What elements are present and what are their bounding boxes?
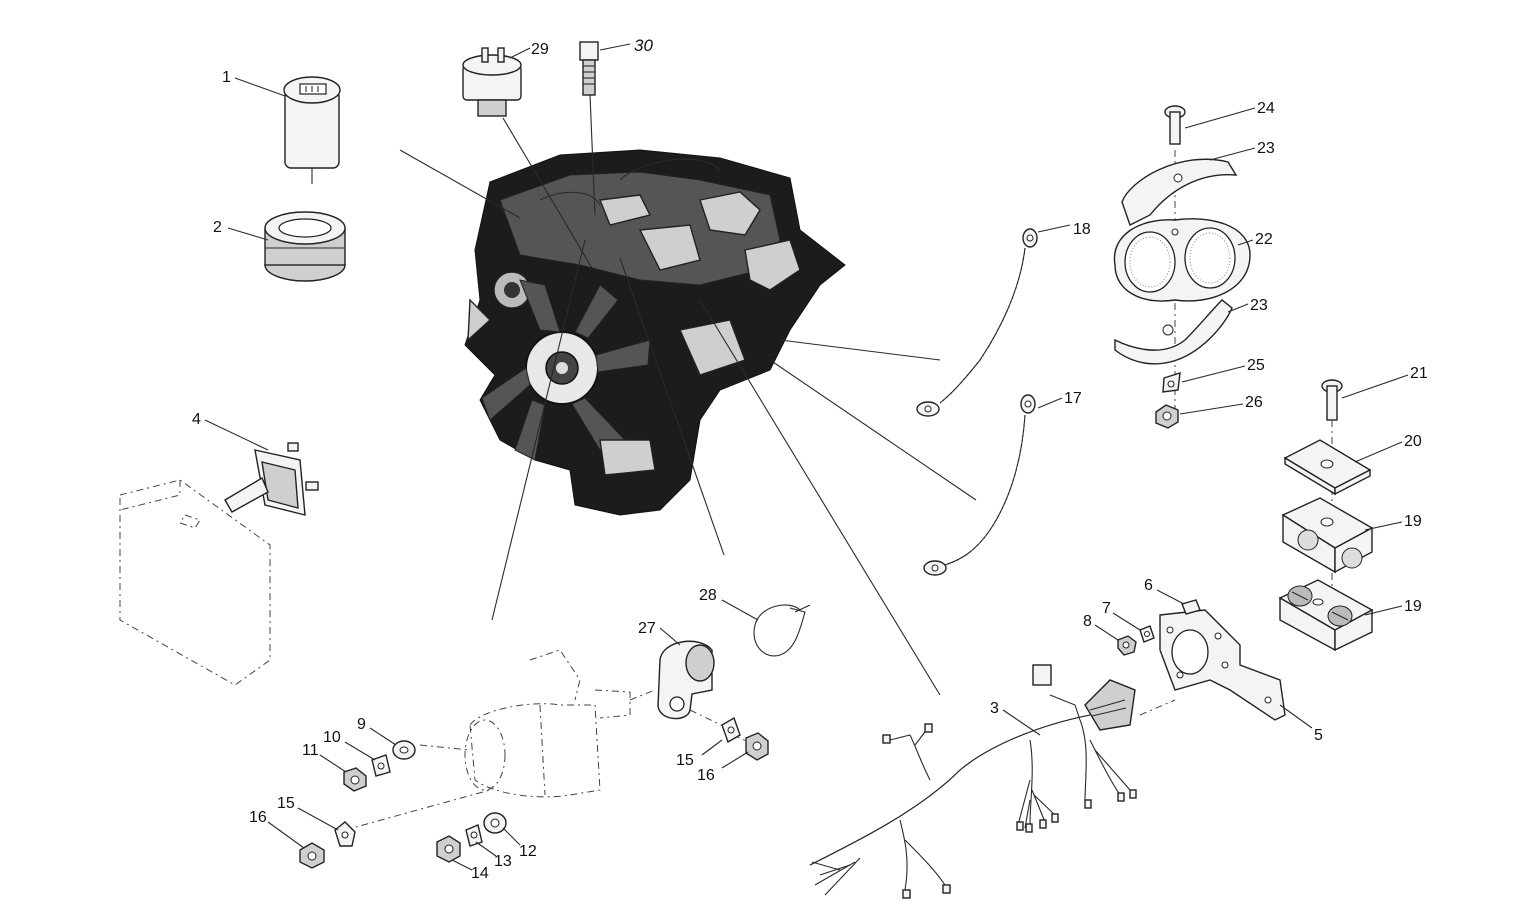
callout-3: 3 — [990, 700, 999, 717]
callout-6: 6 — [1144, 577, 1153, 594]
part-23-upper-clamp-half-icon — [1121, 158, 1238, 226]
callout-15-left: 15 — [277, 795, 295, 812]
small-hardware-left — [299, 740, 507, 869]
part-4-switch-icon — [119, 442, 319, 686]
part-20-plate-icon — [1283, 439, 1372, 496]
callout-22: 22 — [1255, 231, 1273, 248]
callout-19-upper: 19 — [1404, 513, 1422, 530]
callout-2: 2 — [213, 219, 222, 236]
callout-7: 7 — [1102, 600, 1111, 617]
wiring-harness-icon — [809, 664, 1137, 899]
part-28-clip-icon — [753, 604, 811, 657]
callout-15-center: 15 — [676, 752, 694, 769]
part-26-nut-icon — [1155, 404, 1179, 429]
part-22-double-clamp-icon — [1113, 218, 1251, 302]
engine-leader-lines — [399, 94, 977, 696]
callout-17: 17 — [1064, 390, 1082, 407]
callout-11: 11 — [302, 742, 319, 759]
callout-4: 4 — [192, 411, 201, 428]
part-25-lock-washer-icon — [1162, 372, 1181, 393]
callout-23-upper: 23 — [1257, 140, 1275, 157]
callout-25: 25 — [1247, 357, 1265, 374]
callout-27: 27 — [638, 620, 656, 637]
small-hardware-right-bracket — [1117, 599, 1201, 656]
callout-21: 21 — [1410, 365, 1428, 382]
part-18-ground-strap-icon — [916, 228, 1038, 417]
callout-29: 29 — [531, 41, 549, 58]
part-24-bolt-icon — [1164, 105, 1186, 145]
callout-18: 18 — [1073, 221, 1091, 238]
callout-8: 8 — [1083, 613, 1092, 630]
small-hardware-center — [721, 716, 769, 761]
callout-13: 13 — [494, 853, 512, 870]
filter-assembly-icon — [464, 649, 631, 798]
callout-19-lower: 19 — [1404, 598, 1422, 615]
part-21-bolt-icon — [1321, 379, 1343, 421]
callout-20: 20 — [1404, 433, 1422, 450]
callout-30: 30 — [634, 36, 653, 55]
callout-12: 12 — [519, 843, 537, 860]
engine-block-icon — [464, 149, 846, 516]
callout-16-center: 16 — [697, 767, 715, 784]
part-30-sensor-icon — [579, 41, 599, 96]
callout-16-left: 16 — [249, 809, 267, 826]
part-27-clamp-icon — [657, 640, 715, 720]
callout-10: 10 — [323, 729, 341, 746]
part-17-ground-strap-icon — [923, 394, 1036, 576]
part-5-bracket-icon — [1159, 609, 1286, 721]
callout-1: 1 — [222, 69, 231, 86]
part-2-grommet-icon — [264, 211, 346, 282]
callout-9: 9 — [357, 716, 366, 733]
callout-28: 28 — [699, 587, 717, 604]
callout-5: 5 — [1314, 727, 1323, 744]
callout-23-lower: 23 — [1250, 297, 1268, 314]
part-29-sender-icon — [462, 47, 522, 117]
part-19-lower-block-icon — [1278, 579, 1374, 652]
callout-26: 26 — [1245, 394, 1263, 411]
part-1-canister-icon — [283, 76, 341, 184]
callout-24: 24 — [1257, 100, 1275, 117]
part-19-upper-block-icon — [1281, 497, 1374, 574]
part-23-lower-clamp-half-icon — [1114, 299, 1233, 365]
callout-14: 14 — [471, 865, 489, 882]
